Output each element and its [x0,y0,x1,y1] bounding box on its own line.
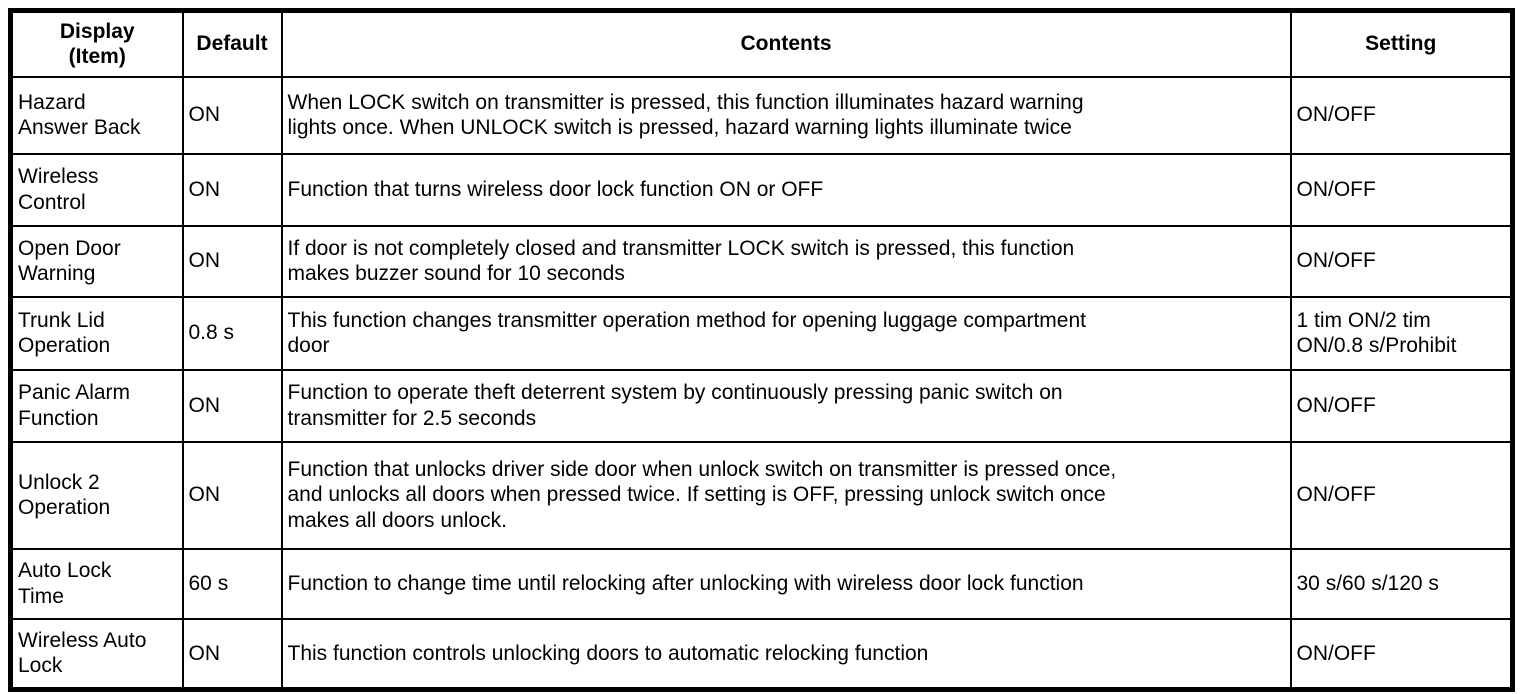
cell-contents: This function controls unlocking doors t… [280,617,1292,691]
cell-contents: Function to operate theft deterrent syst… [280,368,1292,443]
cell-default: 0.8 s [181,295,283,371]
cell-setting: ON/OFF [1289,224,1514,298]
cell-display-item: Wireless Auto Lock [9,617,184,691]
cell-contents: If door is not completely closed and tra… [280,224,1292,298]
cell-setting: 1 tim ON/2 tim ON/0.8 s/Prohibit [1289,295,1514,371]
cell-setting: ON/OFF [1289,617,1514,691]
cell-display-item: Panic Alarm Function [9,368,184,443]
col-header-display-item: Display (Item) [9,9,184,78]
table-row: Open Door Warning ON If door is not comp… [9,224,1514,298]
cell-default: ON [181,368,283,443]
cell-contents: Function that turns wireless door lock f… [280,152,1292,227]
header-row: Display (Item) Default Contents Setting [9,9,1514,78]
cell-display-item: Hazard Answer Back [9,75,184,155]
cell-contents: When LOCK switch on transmitter is press… [280,75,1292,155]
cell-display-item: Trunk Lid Operation [9,295,184,371]
cell-display-item: Auto Lock Time [9,547,184,620]
cell-contents: This function changes transmitter operat… [280,295,1292,371]
wireless-door-lock-settings-table: Display (Item) Default Contents Setting … [8,8,1515,692]
cell-default: ON [181,75,283,155]
cell-setting: ON/OFF [1289,75,1514,155]
table-row: Wireless Control ON Function that turns … [9,152,1514,227]
table-row: Wireless Auto Lock ON This function cont… [9,617,1514,691]
cell-setting: 30 s/60 s/120 s [1289,547,1514,620]
col-header-setting: Setting [1289,9,1514,78]
table-row: Hazard Answer Back ON When LOCK switch o… [9,75,1514,155]
cell-display-item: Open Door Warning [9,224,184,298]
cell-display-item: Wireless Control [9,152,184,227]
cell-display-item: Unlock 2 Operation [9,440,184,550]
cell-default: ON [181,440,283,550]
table-row: Unlock 2 Operation ON Function that unlo… [9,440,1514,550]
cell-default: ON [181,224,283,298]
cell-default: ON [181,617,283,691]
table-row: Auto Lock Time 60 s Function to change t… [9,547,1514,620]
cell-setting: ON/OFF [1289,440,1514,550]
cell-contents: Function that unlocks driver side door w… [280,440,1292,550]
table-row: Panic Alarm Function ON Function to oper… [9,368,1514,443]
cell-setting: ON/OFF [1289,368,1514,443]
cell-default: 60 s [181,547,283,620]
col-header-default: Default [181,9,283,78]
table-row: Trunk Lid Operation 0.8 s This function … [9,295,1514,371]
col-header-contents: Contents [280,9,1292,78]
cell-default: ON [181,152,283,227]
cell-setting: ON/OFF [1289,152,1514,227]
cell-contents: Function to change time until relocking … [280,547,1292,620]
